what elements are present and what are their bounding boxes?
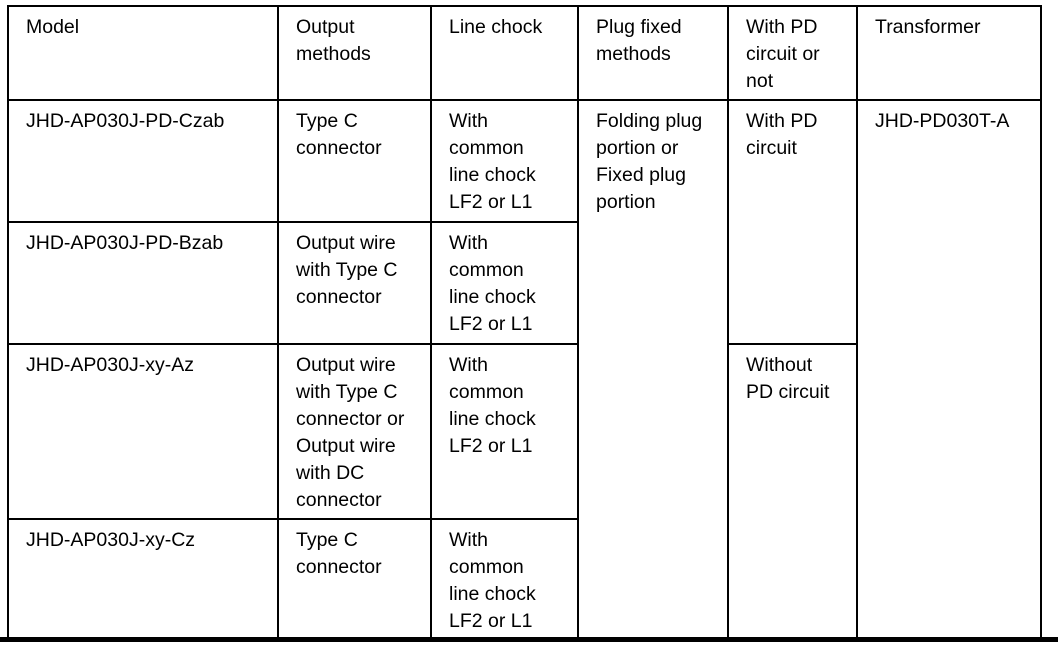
header-cell-output-methods: Output methods bbox=[277, 5, 432, 101]
cell-model-4: JHD-AP030J-xy-Cz bbox=[7, 518, 279, 641]
cell-model-3: JHD-AP030J-xy-Az bbox=[7, 343, 279, 520]
table-row: JHD-AP030J-xy-Cz Type C connector With c… bbox=[7, 518, 1041, 641]
cell-model-1: JHD-AP030J-PD-Czab bbox=[7, 99, 279, 223]
header-cell-transformer: Transformer bbox=[856, 5, 1042, 101]
cell-output-methods-3: Output wire with Type C connector or Out… bbox=[277, 343, 432, 520]
cell-model-2: JHD-AP030J-PD-Bzab bbox=[7, 221, 279, 345]
cell-output-methods-2: Output wire with Type C connector bbox=[277, 221, 432, 345]
cell-output-methods-1: Type C connector bbox=[277, 99, 432, 223]
cell-with-pd-merged: With PD circuit bbox=[727, 99, 858, 345]
cell-line-chock-1: With common line chock LF2 or L1 bbox=[430, 99, 579, 223]
table-row: JHD-AP030J-PD-Bzab Output wire with Type… bbox=[7, 221, 1041, 345]
table-header-row: Model Output methods Line chock Plug fix… bbox=[7, 5, 1042, 101]
cell-output-methods-4: Type C connector bbox=[277, 518, 432, 641]
cell-line-chock-2: With common line chock LF2 or L1 bbox=[430, 221, 579, 345]
cell-transformer-merged: JHD-PD030T-A bbox=[856, 99, 1042, 641]
table-row: JHD-AP030J-PD-Czab Type C connector With… bbox=[7, 99, 1042, 641]
header-cell-plug-fixed-methods: Plug fixed methods bbox=[577, 5, 729, 101]
header-cell-line-chock: Line chock bbox=[430, 5, 579, 101]
spec-table: Model Output methods Line chock Plug fix… bbox=[7, 5, 1042, 641]
page-bottom-rule bbox=[0, 637, 1058, 642]
header-cell-model: Model bbox=[7, 5, 279, 101]
cell-line-chock-4: With common line chock LF2 or L1 bbox=[430, 518, 579, 641]
cell-line-chock-3: With common line chock LF2 or L1 bbox=[430, 343, 579, 520]
header-cell-pd-circuit: With PD circuit or not bbox=[727, 5, 858, 101]
cell-without-pd-merged: Without PD circuit bbox=[727, 343, 858, 641]
cell-plug-fixed-merged: Folding plug portion or Fixed plug porti… bbox=[577, 99, 729, 641]
